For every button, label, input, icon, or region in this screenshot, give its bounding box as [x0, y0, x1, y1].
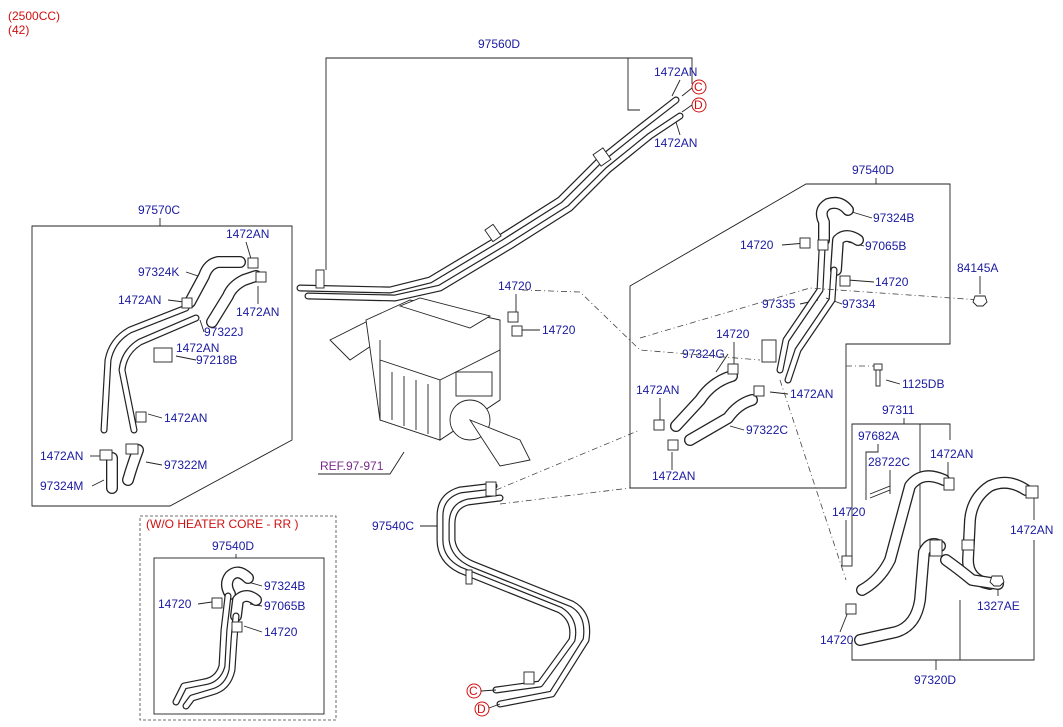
part-label-1472AN[interactable]: 1472AN — [790, 387, 833, 401]
part-label-97322J[interactable]: 97322J — [204, 325, 243, 339]
connector-letter: D — [477, 702, 486, 716]
part-label-1472AN[interactable]: 1472AN — [164, 411, 207, 425]
part-label-14720[interactable]: 14720 — [820, 633, 854, 647]
part-label-14720[interactable]: 14720 — [740, 238, 774, 252]
part-label-1472AN[interactable]: 1472AN — [40, 449, 83, 463]
part-label-14720[interactable]: 14720 — [875, 275, 909, 289]
part-label-1472AN[interactable]: 1472AN — [176, 341, 219, 355]
connector-letter: C — [694, 80, 703, 94]
connector-d-bottom: D — [474, 701, 490, 717]
connector-letter: D — [694, 98, 703, 112]
part-label-97682A[interactable]: 97682A — [858, 429, 899, 443]
inset-without-heater-core: (W/O HEATER CORE - RR ) 97540D 97324B 14… — [139, 515, 337, 721]
inset-part-label-97324B[interactable]: 97324B — [264, 579, 305, 593]
part-label-97322C[interactable]: 97322C — [746, 423, 788, 437]
hose-assembly-97320D — [841, 470, 1039, 646]
pipe-assembly-97560D — [296, 96, 684, 302]
engine-spec: (2500CC) — [8, 9, 60, 23]
part-label-1472AN[interactable]: 1472AN — [1010, 523, 1053, 537]
part-label-14720[interactable]: 14720 — [498, 279, 532, 293]
connector-letter: C — [469, 684, 478, 698]
connector-c-bottom: C — [466, 683, 482, 699]
part-label-97560D[interactable]: 97560D — [478, 37, 520, 51]
callout-97540D: 97540D — [629, 163, 951, 489]
part-label-1472AN[interactable]: 1472AN — [636, 383, 679, 397]
part-label-97540C[interactable]: 97540C — [372, 519, 414, 533]
part-label-28722C[interactable]: 28722C — [868, 455, 910, 469]
hose-assembly-97540D — [653, 196, 864, 451]
ref-label[interactable]: REF.97-971 — [320, 459, 384, 473]
part-label-97065B[interactable]: 97065B — [865, 239, 906, 253]
inset-part-label-97065B[interactable]: 97065B — [264, 599, 305, 613]
part-label-1472AN[interactable]: 1472AN — [654, 65, 697, 79]
part-label-97218B[interactable]: 97218B — [196, 353, 237, 367]
part-label-97324B[interactable]: 97324B — [873, 211, 914, 225]
part-label-97335[interactable]: 97335 — [762, 297, 796, 311]
connector-c-top: C — [691, 79, 707, 95]
pipe-assembly-97540C — [436, 481, 591, 708]
inset-part-label-14720[interactable]: 14720 — [264, 625, 298, 639]
callout-97560D: 97560D — [325, 37, 693, 270]
hose-assembly-97570C — [99, 256, 267, 494]
heater-unit-assembly — [329, 297, 531, 467]
part-label-1327AE[interactable]: 1327AE — [977, 599, 1020, 613]
part-label-14720[interactable]: 14720 — [716, 327, 750, 341]
part-label-14720[interactable]: 14720 — [542, 323, 576, 337]
part-label-1472AN[interactable]: 1472AN — [236, 305, 279, 319]
part-label-97324K[interactable]: 97324K — [138, 265, 179, 279]
model-code: (42) — [8, 23, 29, 37]
part-label-1472AN[interactable]: 1472AN — [930, 447, 973, 461]
part-label-1472AN[interactable]: 1472AN — [654, 136, 697, 150]
connector-d-top: D — [691, 97, 707, 113]
part-label-97540D[interactable]: 97540D — [852, 163, 894, 177]
part-label-1472AN[interactable]: 1472AN — [118, 293, 161, 307]
inset-part-label-97540D[interactable]: 97540D — [212, 539, 254, 553]
part-label-97324G[interactable]: 97324G — [682, 347, 725, 361]
part-label-97334[interactable]: 97334 — [842, 297, 876, 311]
inset-title: (W/O HEATER CORE - RR ) — [146, 517, 298, 531]
part-label-97320D[interactable]: 97320D — [914, 673, 956, 687]
part-label-97324M[interactable]: 97324M — [40, 479, 83, 493]
callout-97570C: 97570C — [31, 203, 293, 507]
part-label-84145A[interactable]: 84145A — [957, 261, 998, 275]
part-label-1125DB[interactable]: 1125DB — [902, 377, 944, 391]
part-label-1472AN[interactable]: 1472AN — [226, 227, 269, 241]
part-label-97322M[interactable]: 97322M — [164, 458, 207, 472]
part-label-97570C[interactable]: 97570C — [138, 203, 180, 217]
part-label-1472AN[interactable]: 1472AN — [652, 469, 695, 483]
part-label-14720[interactable]: 14720 — [832, 505, 866, 519]
inset-part-label-14720[interactable]: 14720 — [158, 597, 192, 611]
part-label-97311[interactable]: 97311 — [882, 403, 915, 417]
